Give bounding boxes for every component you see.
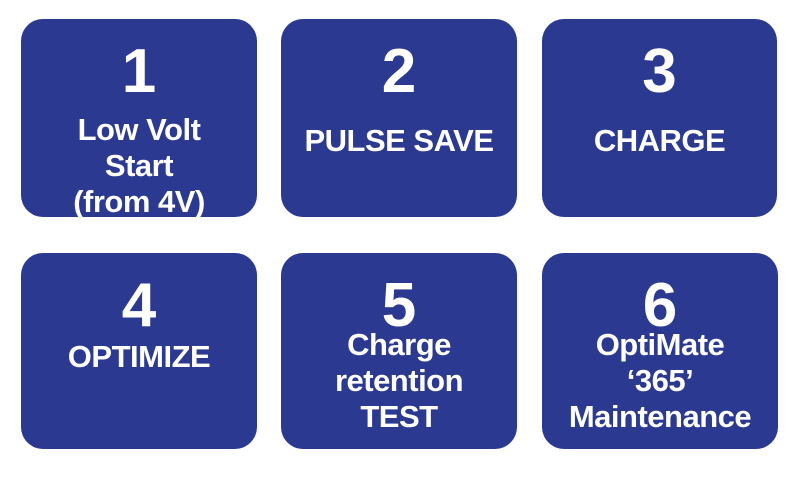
step-tile-charge: 3 CHARGE (542, 19, 777, 217)
step-tile-pulse-save: 2 PULSE SAVE (281, 19, 517, 217)
step-label: Charge retention TEST (281, 327, 517, 435)
step-number: 4 (121, 271, 157, 340)
step-label-line: PULSE SAVE (304, 123, 494, 158)
step-label-line: CHARGE (593, 123, 726, 158)
step-label: OptiMate ‘365’ Maintenance (542, 327, 778, 435)
step-label: CHARGE (542, 123, 777, 159)
step-label: Low Volt Start (from 4V) (21, 112, 257, 220)
step-label-line: OPTIMIZE (67, 339, 211, 374)
step-label-line: Maintenance (568, 399, 752, 434)
step-number: 5 (381, 271, 417, 340)
step-number: 3 (642, 37, 677, 106)
step-label-line: Low Volt (77, 112, 201, 147)
step-label: OPTIMIZE (21, 339, 257, 375)
step-tile-optimize: 4 OPTIMIZE (21, 253, 257, 449)
step-label-line: Start (104, 148, 174, 183)
step-label: PULSE SAVE (281, 123, 517, 159)
step-label-line: ‘365’ (626, 363, 694, 398)
step-tile-charge-retention-test: 5 Charge retention TEST (281, 253, 517, 449)
step-label-line: Charge (347, 327, 451, 362)
step-label-line: OptiMate (595, 327, 725, 362)
step-number: 1 (121, 37, 157, 106)
step-number: 6 (642, 271, 678, 340)
step-label-line: retention (334, 363, 464, 398)
step-tile-low-volt-start: 1 Low Volt Start (from 4V) (21, 19, 257, 220)
step-number: 2 (381, 37, 417, 106)
step-label-line: (from 4V) (73, 184, 205, 219)
step-label-line: TEST (360, 399, 438, 434)
step-tile-maintenance: 6 OptiMate ‘365’ Maintenance (542, 253, 778, 449)
